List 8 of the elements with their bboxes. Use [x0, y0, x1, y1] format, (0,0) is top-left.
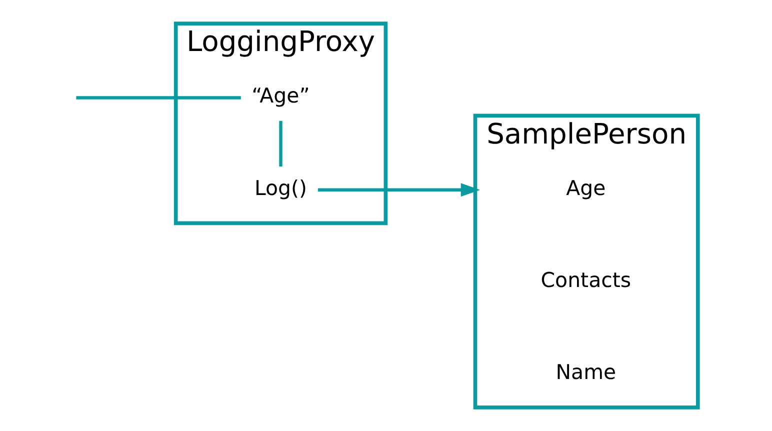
connector: [278, 120, 282, 167]
connector: [76, 96, 240, 100]
node-text: Name: [555, 360, 616, 384]
node-text: “Age”: [251, 84, 310, 108]
node-text: Contacts: [540, 268, 631, 292]
node-text: Age: [566, 176, 606, 200]
arrow: [317, 183, 480, 197]
node-text: Log(): [254, 176, 307, 200]
